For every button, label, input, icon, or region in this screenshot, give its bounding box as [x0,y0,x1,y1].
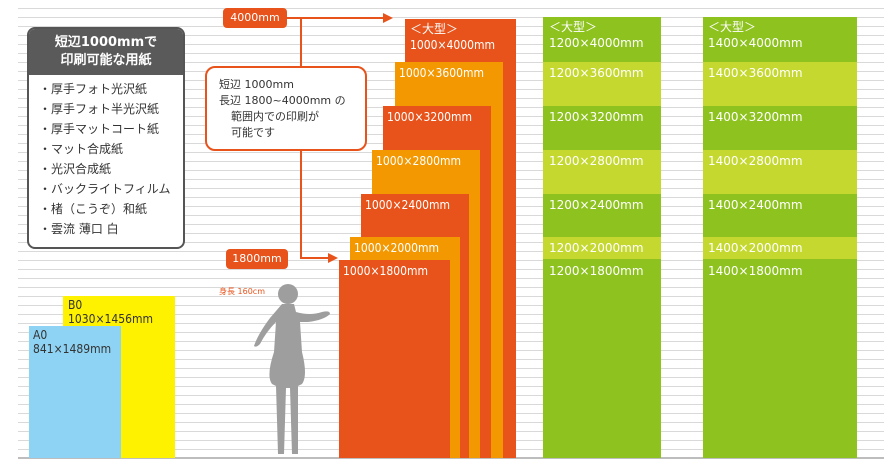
green-1200-head: ＜大型＞ [549,20,598,34]
green-1200-label: 1200×2000mm [549,241,644,255]
floor-line [18,457,884,459]
orange-size-label: 1000×3600mm [399,66,485,80]
callout-line3: 範囲内での印刷が [231,110,319,123]
green-1400-band-2000 [703,237,857,259]
orange-size-label: 1000×2800mm [376,154,462,168]
paper-types-header: 短辺1000mmで 印刷可能な用紙 [29,29,183,75]
a0-paper [29,326,121,458]
callout-line2: 長辺 1800~4000mm の [219,94,346,107]
green-1400-head: ＜大型＞ [708,20,757,34]
paper-type-item: ・光沢合成紙 [39,162,112,176]
b0-size: 1030×1456mm [68,312,154,326]
paper-type-item: ・厚手フォト半光沢紙 [39,102,160,116]
paper-type-item: ・マット合成紙 [39,142,124,156]
paper-types-box: 短辺1000mmで 印刷可能な用紙 ・厚手フォト光沢紙 ・厚手フォト半光沢紙 ・… [27,27,185,249]
orange-size-label: 1000×4000mm [410,38,496,52]
green-1400-label: 1400×2800mm [708,154,803,168]
b0-name: B0 [68,298,83,312]
orange-size-label: 1000×1800mm [343,264,429,278]
a0-name: A0 [33,328,48,342]
green-1400-label: 1400×1800mm [708,264,803,278]
paper-types-title-line2: 印刷可能な用紙 [60,53,152,68]
green-1400-label: 1400×3200mm [708,110,803,124]
range-callout: 短辺 1000mm 長辺 1800~4000mm の 範囲内での印刷が 可能です [205,66,367,151]
orange-size-label: 1000×3200mm [387,110,473,124]
paper-type-item: ・厚手マットコート紙 [39,122,160,136]
tag-4000mm: 4000mm [223,8,287,28]
paper-types-title-line1: 短辺1000mmで [54,35,158,50]
tag-1800mm: 1800mm [226,249,288,269]
green-1200-label: 1200×3600mm [549,66,644,80]
a0-size: 841×1489mm [33,342,112,356]
orange-size-label: 1000×2400mm [365,198,451,212]
green-1400-label: 1400×3600mm [708,66,803,80]
green-1200-label: 1200×2400mm [549,198,644,212]
paper-type-item: ・雲流 薄口 白 [39,222,119,236]
green-1400-band-2800 [703,150,857,194]
green-1200-label: 1200×2800mm [549,154,644,168]
orange-size-1800 [339,260,450,458]
green-1200-band-3600 [543,62,661,106]
green-1200-label: 1200×1800mm [549,264,644,278]
green-1200-label: 1200×3200mm [549,110,644,124]
green-1200-band-2000 [543,237,661,259]
person-silhouette [254,284,330,454]
green-1400-band-3600 [703,62,857,106]
green-1200-label: 1200×4000mm [549,36,644,50]
paper-type-item: ・バックライトフィルム [39,182,171,196]
callout-line1: 短辺 1000mm [219,78,294,91]
orange-size-label: 1000×2000mm [354,241,440,255]
person-height-label: 身長 160cm [219,287,266,296]
green-1400-label: 1400×2400mm [708,198,803,212]
callout-line4: 可能です [231,126,275,139]
green-1200-band-2800 [543,150,661,194]
green-1400-label: 1400×2000mm [708,241,803,255]
paper-type-item: ・楮（こうぞ）和紙 [39,202,148,216]
green-1400-label: 1400×4000mm [708,36,803,50]
paper-type-item: ・厚手フォト光沢紙 [39,82,148,96]
orange-size-head: ＜大型＞ [410,22,459,36]
